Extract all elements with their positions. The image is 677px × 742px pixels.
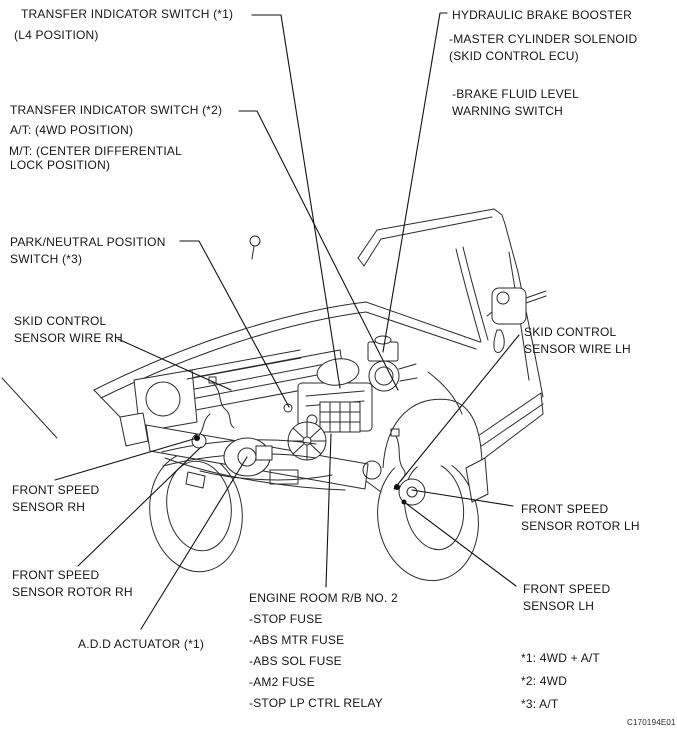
footnote-1: *1: 4WD + A/T [521, 651, 600, 665]
figure-code: C170194E01 [627, 718, 676, 727]
hydraulic-brake-booster-line3: (SKID CONTROL ECU) [449, 49, 579, 63]
skid-control-sensor-wire-lh-leader-line [393, 334, 520, 490]
transfer-indicator-switch-2-leader-line [238, 110, 399, 391]
transfer-indicator-switch-1-line1: TRANSFER INDICATOR SWITCH (*1) [21, 7, 234, 21]
engine-room-rb-item-am2-fuse: -AM2 FUSE [249, 675, 315, 689]
front-speed-sensor-lh-line2: SENSOR LH [523, 599, 595, 613]
engine-bay-group [161, 335, 426, 506]
front-speed-sensor-rh-line1: FRONT SPEED [12, 483, 100, 497]
park-neutral-position-switch-leader-line [179, 240, 290, 408]
front-speed-sensor-rotor-rh-leader-line [77, 446, 202, 567]
skid-control-sensor-wire-rh-line1: SKID CONTROL [14, 314, 107, 328]
transfer-indicator-switch-2-line1: TRANSFER INDICATOR SWITCH (*2) [10, 103, 223, 117]
front-speed-sensor-rh-line2: SENSOR RH [12, 500, 86, 514]
engine-room-rb-item-stop-fuse: -STOP FUSE [249, 612, 323, 626]
front-speed-sensor-rotor-rh-line2: SENSOR ROTOR RH [12, 585, 133, 599]
skid-control-sensor-wire-lh-line2: SENSOR WIRE LH [524, 342, 631, 356]
hydraulic-brake-booster-unit [368, 360, 400, 392]
engine-room-rb-item-stop-lp-ctrl-relay: -STOP LP CTRL RELAY [249, 696, 383, 710]
transfer-indicator-switch-1-line2: (L4 POSITION) [14, 28, 99, 42]
engine-room-rb-item-abs-mtr-fuse: -ABS MTR FUSE [249, 633, 345, 647]
engine-room-rb-item-abs-sol-fuse: -ABS SOL FUSE [249, 654, 342, 668]
front-speed-sensor-rotor-rh-line1: FRONT SPEED [12, 568, 100, 582]
engine-room-rb-no2-leader-line [325, 433, 332, 588]
hydraulic-brake-booster-line2: -MASTER CYLINDER SOLENOID [449, 32, 638, 46]
front-speed-sensor-lh-line1: FRONT SPEED [523, 582, 611, 596]
front-speed-sensor-rh-leader-line [54, 437, 198, 481]
add-actuator-unit [255, 445, 273, 461]
park-neutral-switch-unit [283, 403, 293, 413]
add-actuator-label: A.D.D ACTUATOR (*1) [78, 637, 205, 651]
front-speed-sensor-lh-leader-line [403, 501, 517, 587]
front-speed-sensor-rotor-lh-line2: SENSOR ROTOR LH [521, 519, 640, 533]
skid-control-sensor-wire-rh-line2: SENSOR WIRE RH [14, 331, 123, 345]
add-actuator-leader-line [140, 456, 248, 630]
skid-control-sensor-wire-lh-line1: SKID CONTROL [524, 325, 617, 339]
vehicle-body-group [1, 208, 547, 503]
front-speed-sensor-rotor-lh-leader-line [411, 489, 514, 507]
transfer-indicator-switch-2-line3: M/T: (CENTER DIFFERENTIAL [9, 144, 183, 158]
hydraulic-brake-booster-line5: WARNING SWITCH [452, 104, 564, 118]
hydraulic-brake-booster-line4: -BRAKE FLUID LEVEL [452, 87, 579, 101]
skid-control-sensor-wire-rh-leader-line [117, 338, 232, 391]
headlight [145, 381, 181, 417]
footnote-2: *2: 4WD [521, 674, 568, 688]
side-mirror [491, 287, 527, 325]
transfer-indicator-switch-2-line2: A/T: (4WD POSITION) [10, 123, 134, 137]
front-speed-sensor-lh-dot [394, 484, 400, 490]
park-neutral-position-switch-line2: SWITCH (*3) [10, 252, 83, 266]
transfer-indicator-switch-1-leader-line [251, 14, 341, 389]
engine-room-rb-title: ENGINE ROOM R/B NO. 2 [249, 591, 398, 605]
leader-lines-group [54, 12, 520, 630]
transfer-indicator-switch-2-line4: LOCK POSITION) [10, 158, 111, 172]
hydraulic-brake-booster-leader-line [382, 12, 448, 353]
footnote-3: *3: A/T [521, 697, 559, 711]
park-neutral-position-switch-line1: PARK/NEUTRAL POSITION [10, 235, 166, 249]
hydraulic-brake-booster-line1: HYDRAULIC BRAKE BOOSTER [452, 8, 632, 22]
front-speed-sensor-rotor-lh-line1: FRONT SPEED [521, 502, 609, 516]
